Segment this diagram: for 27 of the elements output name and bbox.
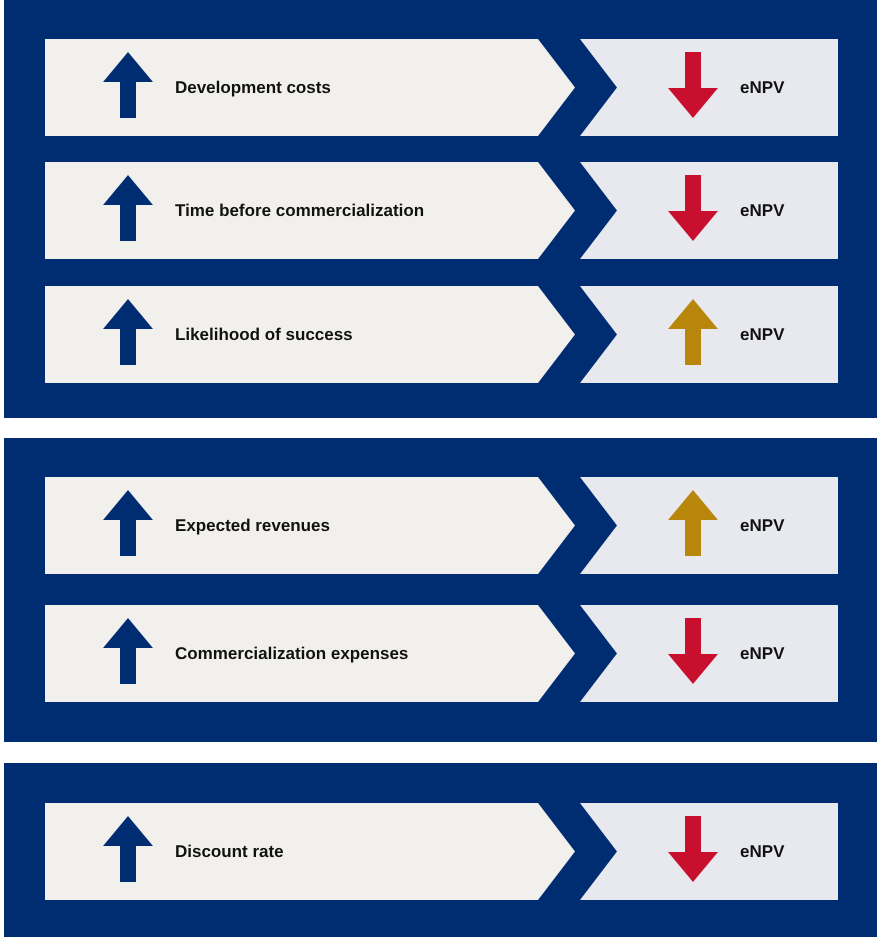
down-arrow-icon	[668, 618, 718, 684]
down-arrow-icon	[668, 175, 718, 241]
panel	[4, 438, 877, 742]
up-arrow-icon	[103, 299, 153, 365]
factor-label: Commercialization expenses	[175, 642, 408, 664]
factor-label: Likelihood of success	[175, 324, 353, 346]
factor-label: Time before commercialization	[175, 200, 424, 222]
up-arrow-icon	[103, 618, 153, 684]
result-label: eNPV	[740, 642, 784, 664]
up-arrow-icon	[103, 816, 153, 882]
factor-label: Development costs	[175, 76, 331, 98]
up-arrow-icon	[668, 299, 718, 365]
result-label: eNPV	[740, 514, 784, 536]
result-label: eNPV	[740, 200, 784, 222]
up-arrow-icon	[103, 490, 153, 556]
factor-label: Expected revenues	[175, 514, 330, 536]
up-arrow-icon	[668, 490, 718, 556]
factor-label: Discount rate	[175, 840, 284, 862]
down-arrow-icon	[668, 52, 718, 118]
result-label: eNPV	[740, 840, 784, 862]
result-label: eNPV	[740, 76, 784, 98]
up-arrow-icon	[103, 175, 153, 241]
down-arrow-icon	[668, 816, 718, 882]
panel	[4, 0, 877, 418]
panel	[4, 763, 877, 937]
result-label: eNPV	[740, 324, 784, 346]
up-arrow-icon	[103, 52, 153, 118]
